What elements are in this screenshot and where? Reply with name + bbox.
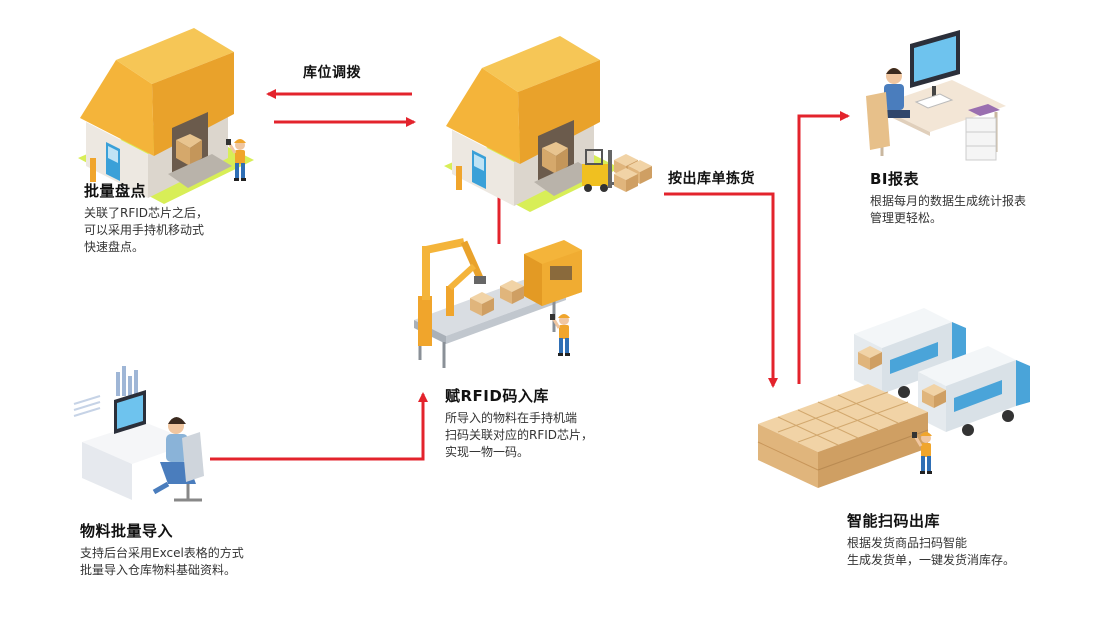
node-desc: 关联了RFID芯片之后， 可以采用手持机移动式 快速盘点。 (84, 205, 208, 256)
node-title: BI报表 (870, 170, 920, 188)
arrow-pick-to-outbound (664, 192, 778, 388)
desc-line: 管理更轻松。 (870, 211, 943, 225)
node-bi-report: BI报表 根据每月的数据生成统计报表 管理更轻松。 (870, 168, 1026, 227)
node-title: 批量盘点 (84, 182, 147, 200)
computer-desk-icon (866, 30, 1006, 161)
flow-label-pick-by-order: 按出库单拣货 (668, 171, 755, 187)
node-title: 赋RFID码入库 (445, 387, 549, 405)
delivery-trucks-icon (854, 308, 1030, 436)
desc-line: 可以采用手持机移动式 (84, 223, 205, 237)
node-title: 智能扫码出库 (847, 512, 941, 530)
node-desc: 所导入的物料在手持机端 扫码关联对应的RFID芯片， 实现一物一码。 (445, 410, 593, 461)
desc-line: 实现一物一码。 (445, 445, 530, 459)
node-desc: 根据每月的数据生成统计报表 管理更轻松。 (870, 193, 1026, 227)
desc-line: 根据发货商品扫码智能 (847, 536, 968, 550)
cargo-pallets-icon (757, 384, 934, 488)
desc-line: 批量导入仓库物料基础资料。 (80, 563, 237, 577)
office-worker-computer-icon (73, 366, 204, 502)
node-smart-outbound: 智能扫码出库 根据发货商品扫码智能 生成发货单，一键发货消库存。 (847, 510, 1015, 569)
flow-label-relocation: 库位调拨 (303, 65, 361, 81)
arrow-import-to-inbound (210, 392, 428, 461)
robot-arm-conveyor-icon (414, 238, 582, 368)
desc-line: 根据每月的数据生成统计报表 (870, 194, 1027, 208)
desc-line: 生成发货单，一键发货消库存。 (847, 553, 1016, 567)
node-desc: 支持后台采用Excel表格的方式 批量导入仓库物料基础资料。 (80, 545, 244, 579)
desc-line: 扫码关联对应的RFID芯片， (445, 428, 594, 442)
node-rfid-inbound: 赋RFID码入库 所导入的物料在手持机端 扫码关联对应的RFID芯片， 实现一物… (445, 385, 593, 461)
node-material-import: 物料批量导入 支持后台采用Excel表格的方式 批量导入仓库物料基础资料。 (80, 520, 244, 579)
desc-line: 所导入的物料在手持机端 (445, 411, 578, 425)
node-batch-inventory: 批量盘点 关联了RFID芯片之后， 可以采用手持机移动式 快速盘点。 (84, 180, 208, 256)
forklift-icon (582, 149, 652, 192)
desc-line: 支持后台采用Excel表格的方式 (80, 546, 244, 560)
desc-line: 关联了RFID芯片之后， (84, 206, 209, 220)
warehouse-left-icon (78, 28, 254, 204)
node-desc: 根据发货商品扫码智能 生成发货单，一键发货消库存。 (847, 535, 1015, 569)
flow-arrows (210, 89, 850, 461)
desc-line: 快速盘点。 (84, 240, 145, 254)
node-title: 物料批量导入 (80, 522, 174, 540)
arrow-outbound-to-bi (797, 111, 850, 384)
